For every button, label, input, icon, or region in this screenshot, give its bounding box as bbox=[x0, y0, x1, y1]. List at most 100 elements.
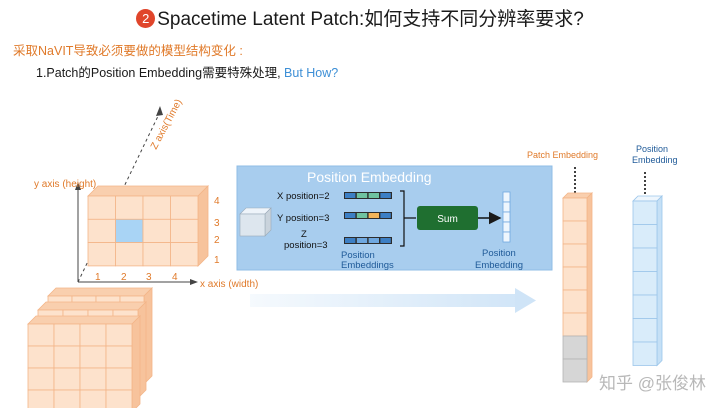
x-tick: 3 bbox=[146, 272, 152, 283]
cube-cell bbox=[105, 367, 133, 391]
patch-embedding-cell bbox=[562, 197, 588, 222]
output-vector-cell bbox=[502, 201, 511, 213]
patch-embedding-label: Patch Embedding bbox=[527, 150, 598, 160]
cube-cell bbox=[79, 323, 107, 347]
patch-cell bbox=[87, 195, 116, 220]
position-embedding-column bbox=[632, 195, 663, 367]
bullet-text: 1.Patch的Position Embedding需要特殊处理, bbox=[36, 66, 281, 80]
cube-cell bbox=[79, 389, 107, 408]
cube-cell bbox=[53, 323, 81, 347]
cube-slice-front bbox=[27, 315, 141, 408]
patch-cell bbox=[170, 195, 199, 220]
embedding-vector bbox=[344, 212, 392, 219]
z-axis-arrowhead bbox=[156, 106, 163, 116]
patch-embedding-cell bbox=[562, 266, 588, 291]
patch-cell bbox=[115, 195, 144, 220]
title-number-badge: 2 bbox=[136, 9, 156, 28]
output-label-line1: Position bbox=[482, 248, 516, 259]
output-embedding-vector bbox=[502, 191, 511, 243]
y-tick: 3 bbox=[214, 218, 220, 229]
patch-cell bbox=[115, 242, 144, 267]
patch-embedding-column bbox=[562, 192, 593, 383]
patch-cell bbox=[142, 242, 171, 267]
embedding-segment bbox=[345, 193, 356, 198]
output-vector-cell bbox=[502, 191, 511, 203]
patch-cell bbox=[170, 218, 199, 244]
embedding-segment bbox=[380, 213, 391, 218]
bullet-question: But How? bbox=[284, 66, 339, 80]
position-embedding-label-line1: Position bbox=[636, 144, 668, 154]
input-patch-cube bbox=[239, 207, 272, 237]
patch-cell bbox=[142, 195, 171, 220]
z-position-label-line2: position=3 bbox=[284, 240, 328, 251]
cube-cell bbox=[27, 323, 55, 347]
title-text: Spacetime Latent Patch:如何支持不同分辨率要求? bbox=[157, 9, 584, 30]
highlighted-patch-cell bbox=[115, 218, 144, 244]
embedding-segment bbox=[380, 193, 391, 198]
embedding-segment bbox=[368, 238, 379, 243]
subtitle: 采取NaVIT导致必须要做的模型结构变化 : bbox=[13, 44, 243, 58]
cube-cell bbox=[105, 323, 133, 347]
output-vector-cell bbox=[502, 231, 511, 243]
cube-cell bbox=[27, 345, 55, 369]
embedding-segment bbox=[380, 238, 391, 243]
y-tick: 4 bbox=[214, 196, 220, 207]
patch-cell bbox=[170, 242, 199, 267]
embedding-segment bbox=[356, 193, 368, 198]
cube-side-face bbox=[131, 315, 141, 408]
x-tick: 1 bbox=[95, 272, 101, 283]
padding-cell bbox=[562, 335, 588, 360]
embedding-vector bbox=[344, 237, 392, 244]
cube-cell bbox=[105, 389, 133, 408]
x-axis-arrowhead bbox=[190, 279, 198, 285]
cube-cell bbox=[27, 389, 55, 408]
patch-embedding-cell bbox=[562, 243, 588, 268]
cube-cell bbox=[105, 345, 133, 369]
cube-top-face bbox=[47, 287, 153, 297]
x-tick: 4 bbox=[172, 272, 178, 283]
cube-cell bbox=[53, 367, 81, 391]
cube-cell bbox=[79, 367, 107, 391]
sum-bracket bbox=[400, 190, 416, 247]
patch-embedding-cell bbox=[562, 289, 588, 314]
embedding-segment bbox=[368, 213, 379, 218]
position-embedding-cell bbox=[632, 247, 658, 272]
z-position-label-line1: Z bbox=[301, 229, 307, 240]
bullet-point: 1.Patch的Position Embedding需要特殊处理, But Ho… bbox=[36, 62, 338, 81]
column-side-face bbox=[656, 195, 663, 367]
cube-cell bbox=[53, 345, 81, 369]
patch-embedding-cell bbox=[562, 220, 588, 245]
position-embedding-cell bbox=[632, 224, 658, 249]
position-embedding-cell bbox=[632, 294, 658, 319]
output-label-line2: Embedding bbox=[475, 260, 523, 271]
x-tick: 2 bbox=[121, 272, 127, 283]
embedding-segment bbox=[368, 193, 379, 198]
cube-cell bbox=[27, 367, 55, 391]
embeddings-label-line2: Embeddings bbox=[341, 260, 394, 271]
cube-top-face bbox=[37, 301, 147, 311]
y-position-label: Y position=3 bbox=[277, 213, 329, 224]
embedding-segment bbox=[345, 238, 356, 243]
embedding-segment bbox=[356, 238, 368, 243]
y-axis-label: y axis (height) bbox=[34, 179, 96, 190]
sum-box bbox=[417, 206, 478, 230]
flow-arrow bbox=[250, 288, 536, 313]
output-vector-cell bbox=[502, 221, 511, 233]
patch-embedding-cell bbox=[562, 312, 588, 337]
position-embedding-cell bbox=[632, 341, 658, 366]
cube-cell bbox=[79, 345, 107, 369]
position-embedding-panel: Position Embedding X position=2 Y positi… bbox=[236, 165, 553, 271]
embedding-segment bbox=[356, 213, 368, 218]
position-embedding-cell bbox=[632, 271, 658, 296]
y-tick: 1 bbox=[214, 255, 220, 266]
cube-top-face bbox=[27, 315, 141, 325]
position-embedding-cell bbox=[632, 318, 658, 343]
patch-cell bbox=[87, 218, 116, 244]
position-embedding-cell bbox=[632, 200, 658, 225]
embedding-vector bbox=[344, 192, 392, 199]
embeddings-label-line1: Position bbox=[341, 250, 375, 261]
output-vector-cell bbox=[502, 211, 511, 223]
x-position-label: X position=2 bbox=[277, 191, 330, 202]
